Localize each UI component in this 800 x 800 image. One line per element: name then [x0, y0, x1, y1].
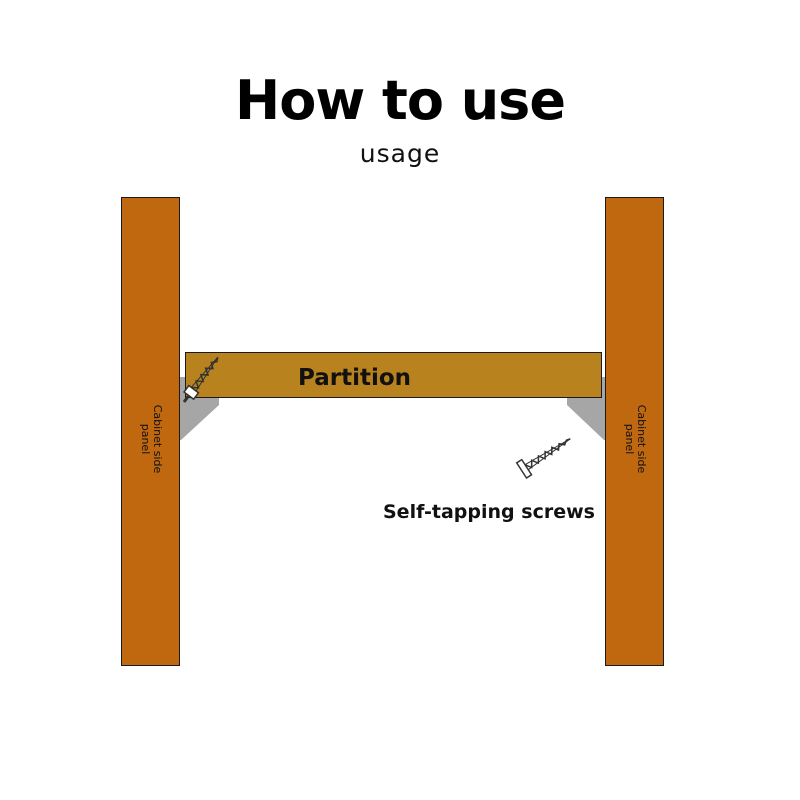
left-panel-label: Cabinet side panel [138, 404, 164, 474]
partition-label: Partition [298, 365, 412, 391]
screw-label: Self-tapping screws [383, 501, 595, 523]
right-cabinet-side-panel: Cabinet side panel [605, 197, 664, 666]
left-cabinet-side-panel: Cabinet side panel [121, 197, 180, 666]
partition-board: Partition [185, 352, 602, 398]
page-subtitle: usage [359, 139, 441, 168]
loose-screw-icon [515, 438, 571, 480]
page-title: How to use [235, 69, 566, 132]
right-panel-label: Cabinet side panel [622, 404, 648, 474]
